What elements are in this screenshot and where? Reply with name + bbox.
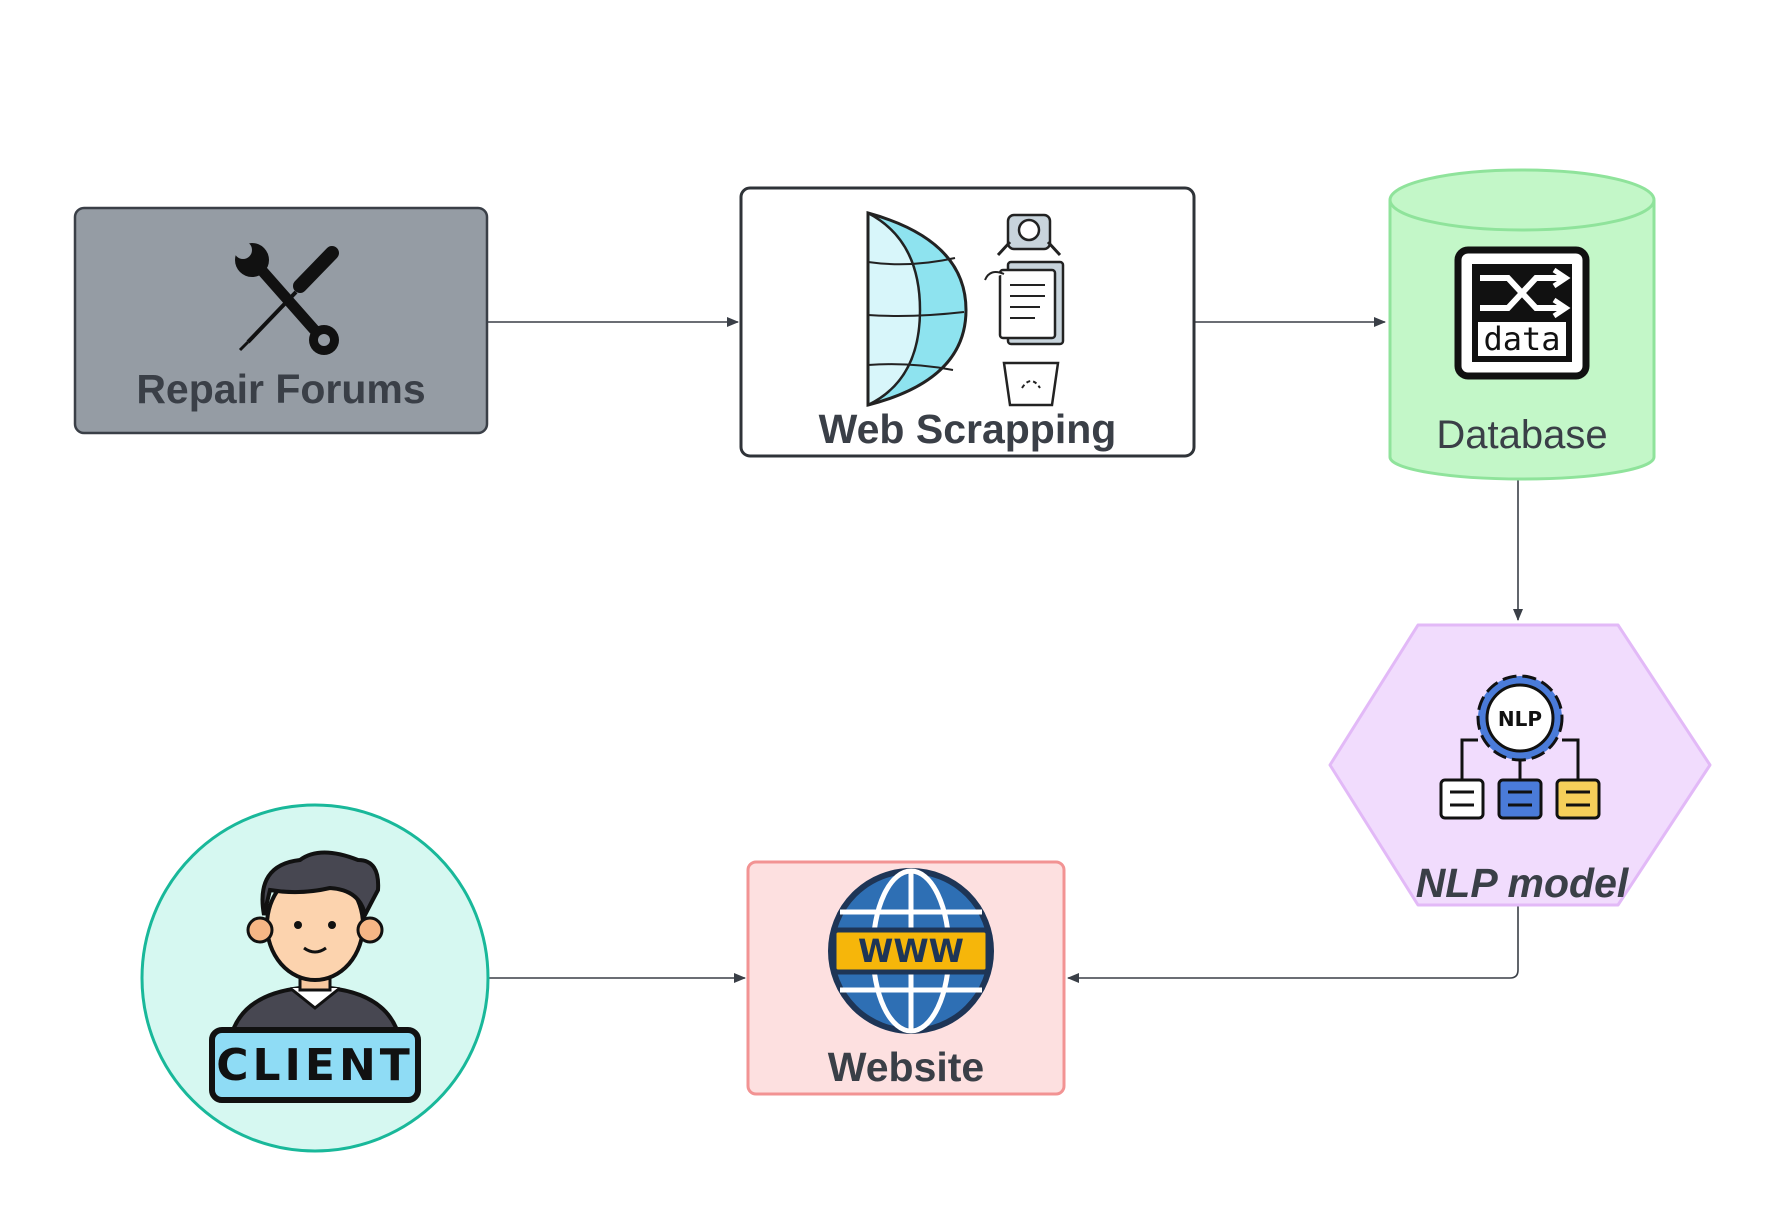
web-scraping-icon <box>866 211 1065 407</box>
node-web-scrapping[interactable] <box>739 186 1196 458</box>
web-scrapping-label: Web Scrapping <box>818 406 1117 452</box>
website-label: Website <box>827 1044 985 1090</box>
edge-nlp-to-website <box>1067 905 1519 983</box>
client-badge-text: CLIENT <box>216 1040 414 1091</box>
client-avatar-icon: CLIENT <box>209 850 421 1103</box>
nlp-model-label: NLP model <box>1415 860 1629 906</box>
data-shuffle-icon: data <box>1454 246 1590 380</box>
node-repair-forums[interactable] <box>73 206 489 435</box>
tools-icon <box>234 241 339 355</box>
web-scrapping-box <box>739 186 1196 458</box>
database-icon-text: data <box>1483 320 1560 358</box>
node-website[interactable]: WWW <box>746 860 1066 1096</box>
edges <box>487 317 1523 983</box>
repair-forums-label: Repair Forums <box>136 366 426 412</box>
globe-www-icon: WWW <box>828 868 994 1034</box>
database-label: Database <box>1436 413 1608 457</box>
node-client[interactable]: CLIENT <box>140 803 490 1153</box>
website-icon-text: WWW <box>858 932 964 970</box>
nlp-icon-text: NLP <box>1498 707 1542 731</box>
repair-forums-box <box>73 206 489 435</box>
node-database[interactable]: data <box>1388 168 1656 481</box>
database-cylinder-top <box>1388 168 1656 232</box>
node-nlp-model[interactable]: NLP <box>1328 623 1712 907</box>
nlp-gear-icon: NLP <box>1439 674 1601 820</box>
